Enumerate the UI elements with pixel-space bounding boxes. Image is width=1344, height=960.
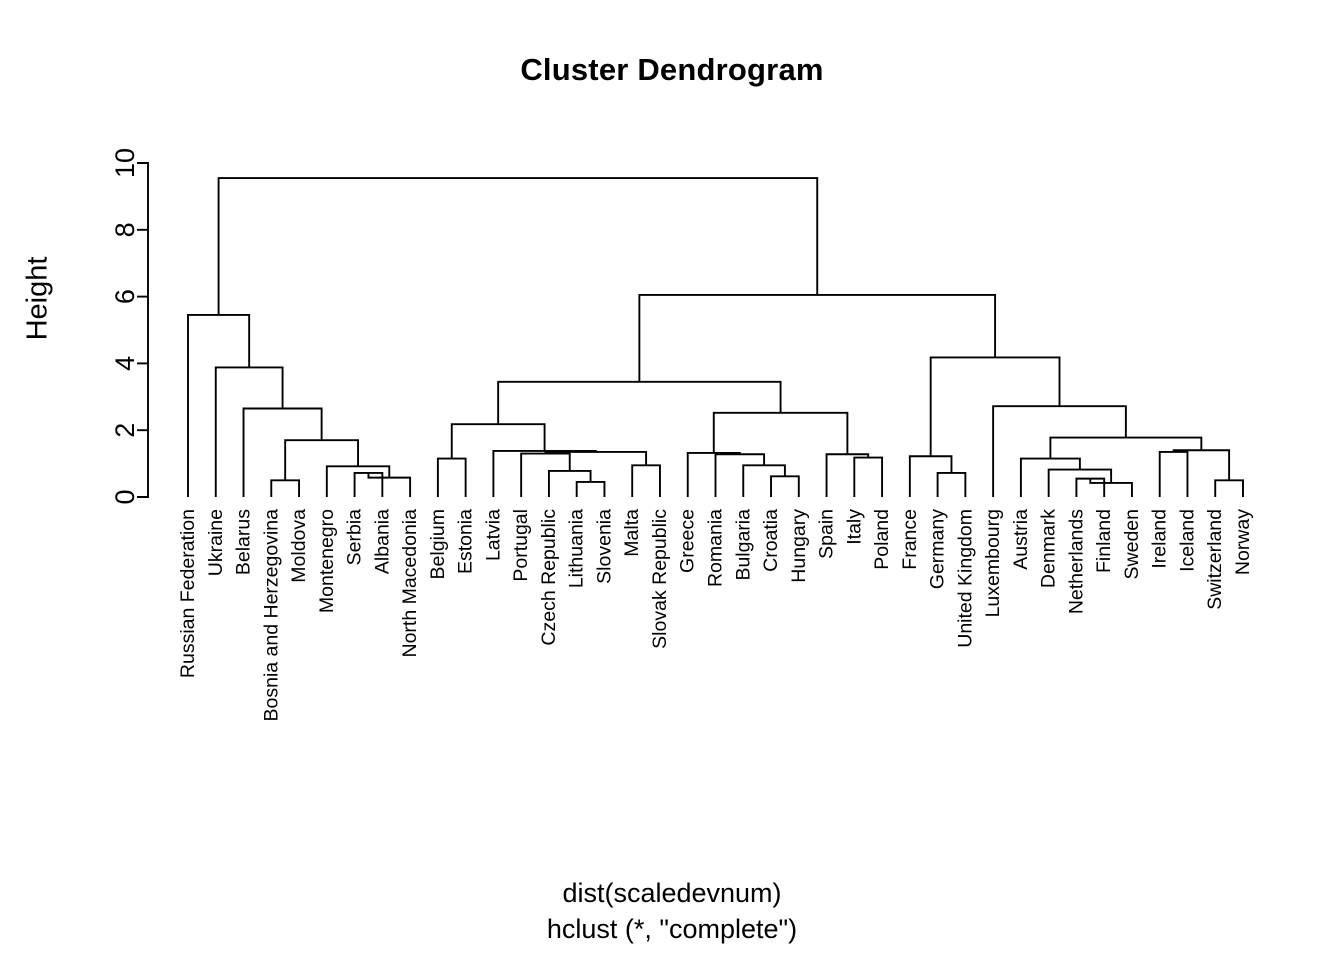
y-axis-tick-label: 2 xyxy=(110,423,140,438)
dendrogram-branch xyxy=(770,475,800,497)
dendrogram-branch xyxy=(936,472,967,497)
dendrogram-branch xyxy=(270,479,301,497)
dendrogram-branch xyxy=(325,465,391,497)
dendrogram-branch xyxy=(825,453,870,497)
leaf-label: Denmark xyxy=(1038,509,1060,588)
dendrogram-branch xyxy=(1158,450,1189,497)
y-axis-tick-label: 4 xyxy=(110,356,140,371)
leaf-label: Estonia xyxy=(455,509,477,574)
dendrogram-branch xyxy=(575,481,606,497)
leaf-label: North Macedonia xyxy=(399,509,421,658)
leaf-label: Bosnia and Herzegovina xyxy=(260,509,282,722)
y-axis-tick-label: 10 xyxy=(110,148,140,178)
leaf-label: Lithuania xyxy=(566,509,588,588)
y-axis-tick-label: 8 xyxy=(110,222,140,237)
leaf-label: Greece xyxy=(677,509,699,573)
page-title: Cluster Dendrogram xyxy=(520,52,824,87)
leaf-label: Spain xyxy=(816,509,838,559)
dendrogram-branch xyxy=(1214,479,1244,497)
leaf-label: Malta xyxy=(621,509,643,557)
leaf-label: Italy xyxy=(843,509,865,545)
leaf-label: Croatia xyxy=(760,509,782,572)
leaf-label: Albania xyxy=(371,509,393,574)
leaf-label: United Kingdom xyxy=(954,509,976,648)
leaf-label: Switzerland xyxy=(1204,509,1226,610)
y-axis-tick-label: 0 xyxy=(110,489,140,504)
dendrogram-branch xyxy=(1172,449,1231,481)
dendrogram-branch xyxy=(686,451,741,497)
leaf-label: Romania xyxy=(705,509,727,587)
leaf-label: Slovak Republic xyxy=(649,509,671,649)
leaf-label: Montenegro xyxy=(316,509,338,613)
leaf-label: Serbia xyxy=(344,509,366,566)
dendrogram-branch xyxy=(547,469,592,497)
dendrogram-branch xyxy=(187,314,251,497)
dendrogram-branch xyxy=(638,293,997,382)
y-axis-tick-label: 6 xyxy=(110,289,140,304)
leaf-label: Portugal xyxy=(510,509,532,582)
dendrogram-branch xyxy=(1049,436,1203,459)
dendrogram-branch xyxy=(714,453,766,497)
caption-line-1: dist(scaledevnum) xyxy=(562,878,782,908)
leaf-label: Germany xyxy=(927,509,949,589)
dendrogram-branch xyxy=(742,464,786,497)
dendrogram-branch xyxy=(1019,457,1081,497)
leaf-label: Norway xyxy=(1232,509,1254,575)
dendrogram-branch xyxy=(214,366,284,497)
dendrogram-branch xyxy=(712,411,849,455)
dendrogram-branch xyxy=(497,380,782,425)
leaf-label: Iceland xyxy=(1176,509,1198,572)
dendrogram-branch xyxy=(284,439,359,481)
leaf-label: Sweden xyxy=(1121,509,1143,579)
dendrogram-branch xyxy=(436,457,467,497)
dendrogram-branch xyxy=(217,177,819,315)
leaf-label: Luxembourg xyxy=(982,509,1004,617)
leaf-label: Slovenia xyxy=(593,509,615,584)
y-axis: 0 2 4 6 8 10 xyxy=(110,148,149,505)
leaf-label: France xyxy=(899,509,921,570)
plot-caption: dist(scaledevnum) hclust (*, "complete") xyxy=(0,876,1344,948)
leaf-label: Belgium xyxy=(427,509,449,579)
dendrogram-branch xyxy=(242,407,323,497)
caption-line-2: hclust (*, "complete") xyxy=(546,913,798,944)
dendrogram-branch xyxy=(631,464,661,497)
leaf-label: Moldova xyxy=(288,509,310,583)
leaf-label: Ireland xyxy=(1149,509,1171,569)
y-axis-line xyxy=(137,162,149,498)
leaf-label: Netherlands xyxy=(1065,509,1087,614)
leaf-label: Ukraine xyxy=(205,509,227,576)
dendrogram-branches xyxy=(187,177,1244,497)
leaf-label: Bulgaria xyxy=(732,509,754,581)
leaf-label: Belarus xyxy=(233,509,255,575)
dendrogram-branch xyxy=(908,455,953,497)
dendrogram-branch xyxy=(853,456,884,497)
dendrogram-branch xyxy=(492,449,597,497)
leaf-label: Latvia xyxy=(482,509,504,561)
leaf-label: Hungary xyxy=(788,509,810,583)
leaf-label: Finland xyxy=(1093,509,1115,573)
leaf-label: Russian Federation xyxy=(177,509,199,678)
dendrogram-branch xyxy=(520,452,571,497)
leaf-label: Czech Republic xyxy=(538,509,560,646)
leaf-label: Poland xyxy=(871,509,893,570)
leaf-label: Austria xyxy=(1010,509,1032,570)
